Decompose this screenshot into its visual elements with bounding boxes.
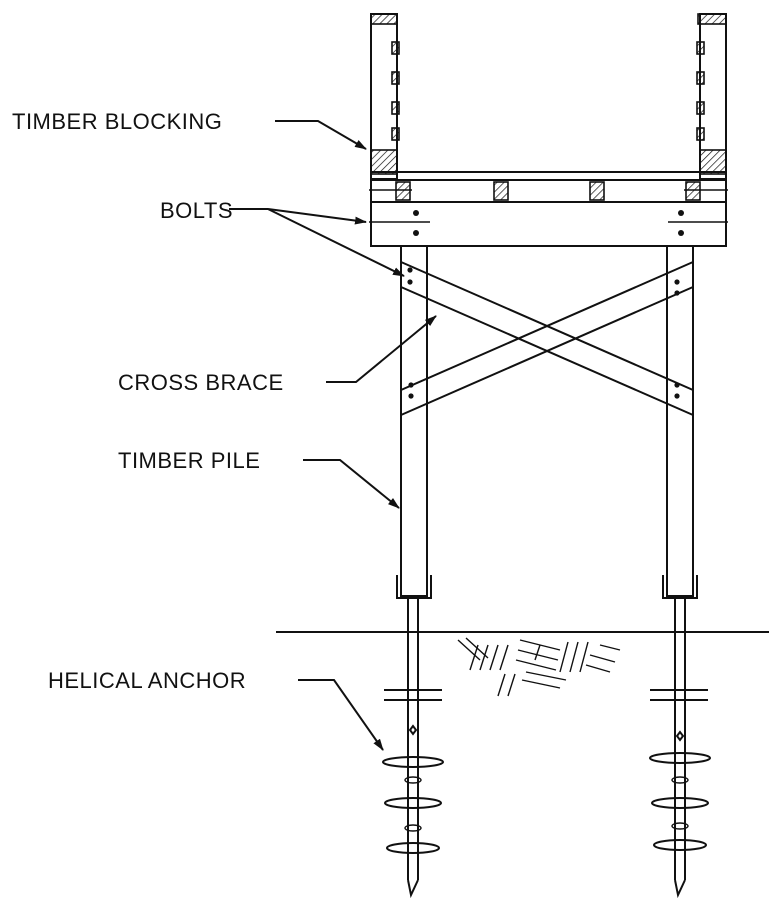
left-upright xyxy=(370,13,400,180)
soil-hatch xyxy=(457,637,621,697)
callout-timber-pile: TIMBER PILE xyxy=(118,448,400,509)
label-helical-anchor: HELICAL ANCHOR xyxy=(48,668,246,693)
label-cross-brace: CROSS BRACE xyxy=(118,370,284,395)
timber-blocking-right xyxy=(699,149,727,175)
left-helical-anchor xyxy=(382,598,444,899)
couplers xyxy=(396,575,698,599)
timber-piles xyxy=(400,245,694,597)
callout-timber-blocking: TIMBER BLOCKING xyxy=(12,109,367,150)
label-bolts: BOLTS xyxy=(160,198,233,223)
pile-cap-beam xyxy=(370,201,727,247)
timber-blocking-left xyxy=(370,149,398,175)
callout-bolts: BOLTS xyxy=(160,198,405,277)
left-timber-pile xyxy=(400,245,428,597)
callout-cross-brace: CROSS BRACE xyxy=(118,315,437,395)
label-timber-pile: TIMBER PILE xyxy=(118,448,260,473)
callout-helical-anchor: HELICAL ANCHOR xyxy=(48,668,384,751)
right-timber-pile xyxy=(666,245,694,597)
label-timber-blocking: TIMBER BLOCKING xyxy=(12,109,222,134)
deck-beam xyxy=(369,171,728,247)
ground xyxy=(276,631,769,697)
cross-braces xyxy=(400,261,694,416)
right-upright xyxy=(696,13,727,180)
right-helical-anchor xyxy=(649,598,711,899)
